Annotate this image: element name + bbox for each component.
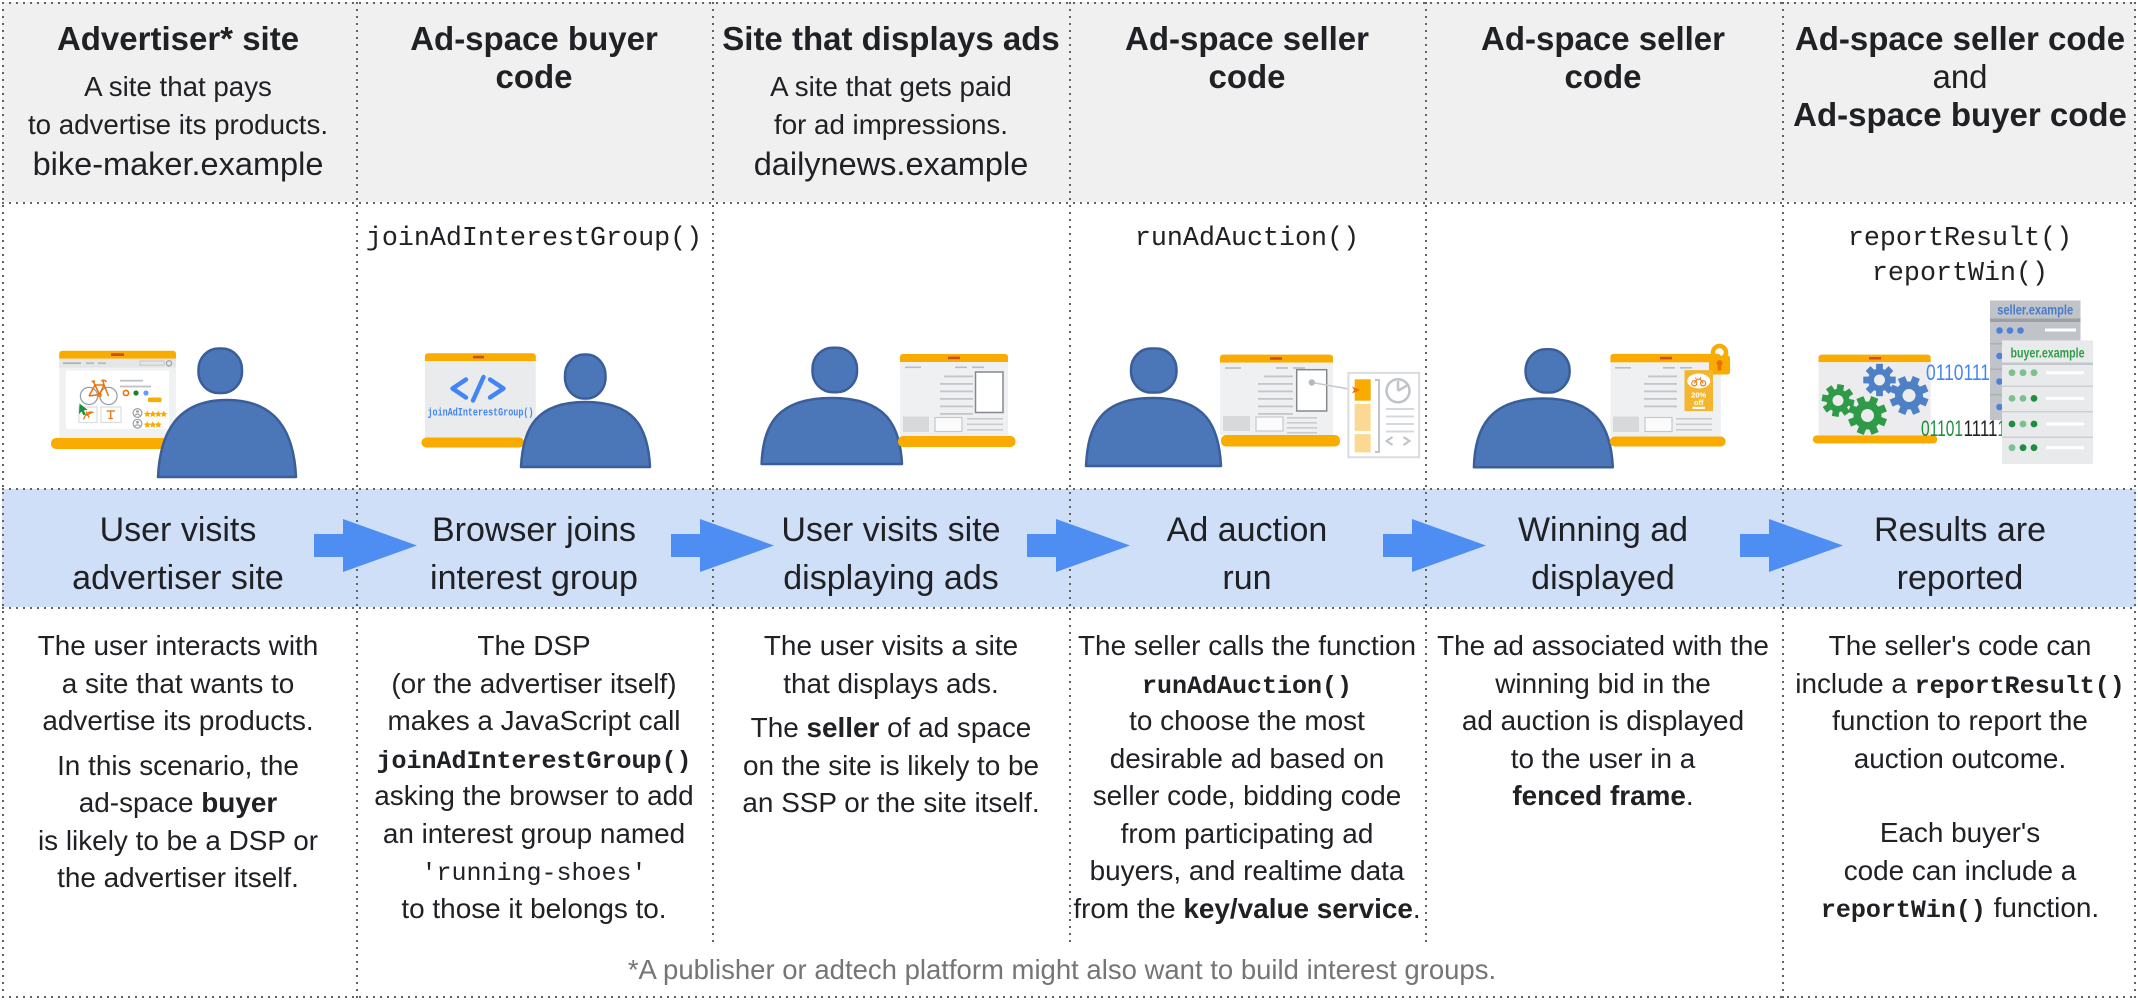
svg-text:off: off [1694,398,1704,407]
svg-text:0110111: 0110111 [1926,360,1990,385]
svg-text:seller.example: seller.example [1997,302,2073,318]
svg-text:01101: 01101 [1921,416,1963,441]
svg-text:20%: 20% [1691,391,1706,400]
svg-text:buyer.example: buyer.example [2011,345,2085,361]
svg-text:joinAdInterestGroup(): joinAdInterestGroup() [428,408,534,420]
